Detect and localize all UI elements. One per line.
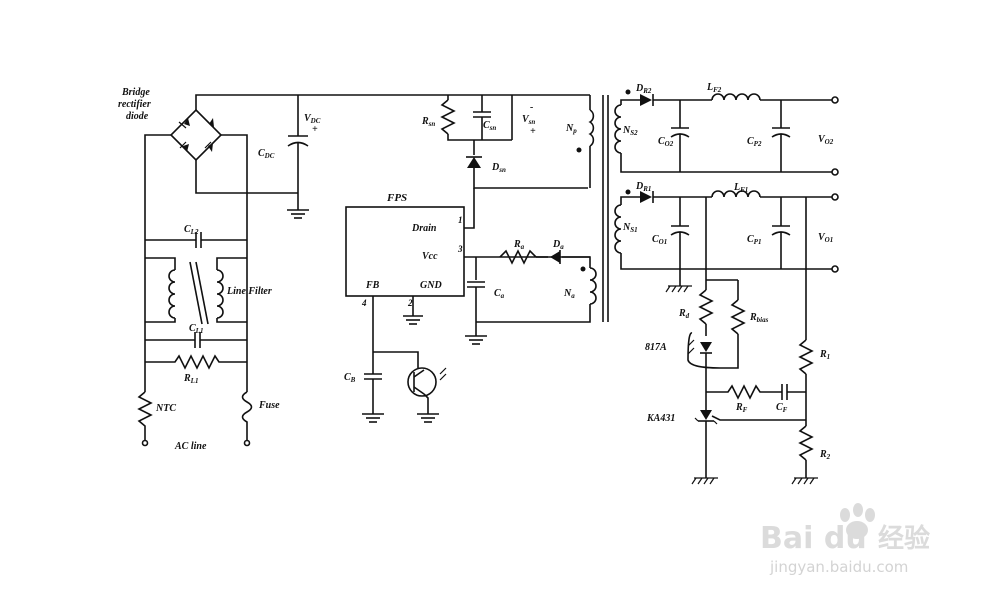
label-cl2: CL2: [184, 224, 199, 236]
secondary-output-2: [614, 89, 839, 176]
aux-supply: [465, 249, 597, 345]
label-ns2: NS2: [622, 125, 638, 137]
label-cf: CF: [776, 402, 788, 414]
fps-chip: [345, 188, 590, 352]
label-rbias: Rbias: [749, 312, 769, 324]
label-ns1: NS1: [622, 222, 638, 234]
label-fuse: Fuse: [258, 400, 280, 411]
secondary-output-1: [614, 189, 839, 293]
label-cp2: CP2: [747, 136, 762, 148]
label-vdc: VDC: [304, 113, 321, 125]
ac-terminal-right: [243, 439, 251, 447]
label-r1: R1: [819, 349, 830, 361]
pin-1: 1: [458, 215, 463, 225]
feedback-network: [687, 197, 818, 485]
bridge-rectifier: [169, 108, 223, 162]
label-vo1: VO1: [818, 232, 833, 244]
label-na: Na: [563, 288, 575, 300]
resistor-rl1: [145, 354, 247, 370]
label-opto: 817A: [645, 342, 667, 353]
label-cl1: CL1: [189, 323, 203, 335]
capacitor-cl2: [145, 232, 247, 248]
label-vcc: Vcc: [422, 251, 438, 262]
label-dr1: DR1: [635, 181, 651, 193]
snubber-network: [440, 95, 588, 189]
label-rl1: RL1: [183, 373, 198, 385]
capacitor-cb: [362, 352, 384, 423]
label-rsn: Rsn: [421, 116, 435, 128]
label-ra: Ra: [513, 239, 525, 251]
label-gnd: GND: [420, 280, 442, 291]
label-cp1: CP1: [747, 234, 761, 246]
label-cdc: CDC: [258, 148, 275, 160]
label-lf2: LF2: [706, 82, 722, 94]
label-rd: Rd: [678, 308, 690, 320]
label-line-filter: Line Filter: [226, 286, 272, 297]
label-vo2: VO2: [818, 134, 834, 146]
ac-terminal-left: [141, 439, 149, 447]
ntc-thermistor: [137, 391, 153, 440]
baidu-watermark: Bai du 经验 jingyan.baidu.com: [760, 503, 930, 576]
minus-sign: -: [530, 102, 533, 113]
label-ntc: NTC: [155, 403, 176, 414]
label-ca: Ca: [494, 288, 505, 300]
paw-icon: [840, 503, 875, 539]
line-filter: [145, 257, 247, 325]
pin-4: 4: [361, 298, 367, 308]
label-np: Np: [565, 123, 577, 135]
watermark-jingyan-text: 经验: [878, 523, 930, 554]
plus-sign: +: [312, 124, 318, 135]
fuse: [241, 391, 253, 440]
capacitor-cdc: [287, 95, 309, 219]
label-da: Da: [552, 239, 564, 251]
label-csn: Csn: [483, 120, 496, 132]
primary-winding: [576, 95, 595, 188]
label-co1: CO1: [652, 234, 667, 246]
label-lf1: LF1: [733, 182, 748, 194]
label-co2: CO2: [658, 136, 674, 148]
label-vsn: Vsn: [522, 114, 535, 126]
plus-sign-2: +: [530, 126, 536, 137]
pin-2: 2: [407, 298, 413, 308]
capacitor-cl1: [145, 332, 247, 348]
label-drain: Drain: [411, 223, 437, 234]
label-rf: RF: [735, 402, 748, 414]
pin-3: 3: [457, 244, 463, 254]
label-bridge-3: diode: [126, 111, 149, 122]
label-fb: FB: [365, 280, 380, 291]
label-dsn: Dsn: [491, 162, 506, 174]
opto-transistor: [373, 351, 447, 423]
label-dr2: DR2: [635, 83, 652, 95]
label-ac-line: AC line: [174, 441, 207, 452]
label-bridge-1: Bridge: [121, 87, 150, 98]
watermark-url: jingyan.baidu.com: [769, 558, 908, 576]
label-fps: FPS: [386, 192, 407, 204]
label-r2: R2: [819, 449, 831, 461]
label-bridge-2: rectifier: [118, 99, 151, 110]
transformer-core: [602, 95, 609, 322]
label-cb: CB: [344, 372, 356, 384]
label-ka431: KA431: [646, 413, 675, 424]
